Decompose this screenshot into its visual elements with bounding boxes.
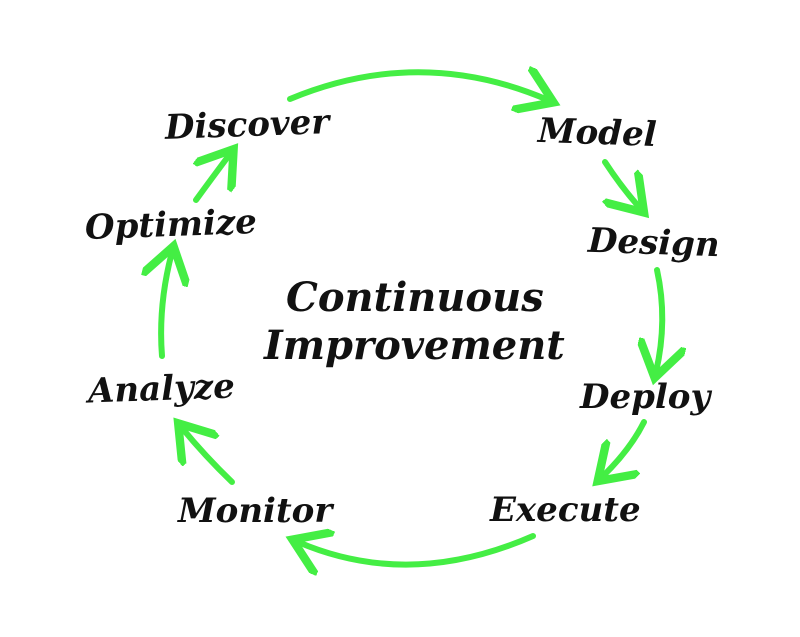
arrow-monitor-to-analyze [182,428,235,485]
stage-design: Design [587,220,721,266]
arrow-execute-to-monitor [298,536,536,565]
stage-optimize: Optimize [84,202,258,248]
arrow-design-to-deploy [656,267,662,372]
arrow-model-to-design [602,159,640,208]
arrow-analyze-to-optimize [161,252,172,359]
arrow-deploy-to-execute [602,419,647,477]
stage-model: Model [537,110,658,156]
stage-discover: Discover [164,102,330,148]
arrow-discover-to-model [287,72,548,100]
stage-monitor: Monitor [178,491,333,531]
stage-analyze: Analyze [87,366,236,412]
stage-execute: Execute [490,490,641,530]
stage-deploy: Deploy [580,377,711,417]
arrow-optimize-to-discover [196,154,230,203]
center-title-line1: Continuous [286,274,544,321]
center-title-line2: Improvement [264,322,565,369]
